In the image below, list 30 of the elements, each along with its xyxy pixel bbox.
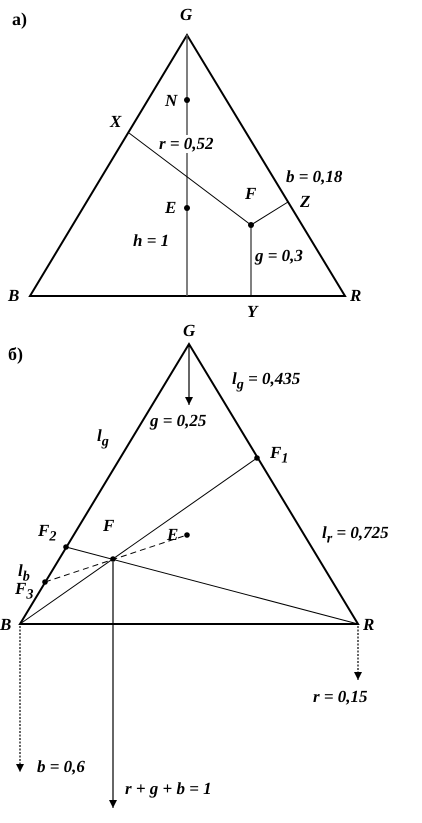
point-label: F bbox=[103, 517, 114, 535]
value-label: g = 0,25 bbox=[150, 412, 206, 430]
point-label: Z bbox=[300, 193, 310, 211]
point-label: N bbox=[165, 92, 178, 110]
vertex-label: B bbox=[8, 287, 20, 305]
point-label: F$_{1}$ bbox=[270, 444, 288, 468]
panel-label: б) bbox=[8, 345, 23, 363]
side-label: l$_{g}$ bbox=[97, 427, 109, 450]
vertex-label: B bbox=[0, 616, 12, 634]
point-label: Y bbox=[247, 303, 258, 321]
point-label: F$_{2}$ bbox=[38, 522, 56, 546]
point-label: X bbox=[110, 113, 122, 131]
value-label: l$_{r}$ = 0,725 bbox=[322, 524, 389, 548]
value-label: r = 0,15 bbox=[313, 688, 368, 706]
value-label: r = 0,52 bbox=[157, 135, 216, 153]
vertex-label: G bbox=[180, 6, 192, 24]
value-label: b = 0,18 bbox=[286, 168, 342, 186]
value-label: b = 0,6 bbox=[37, 758, 85, 776]
point-label: F$_{3}$ bbox=[15, 580, 34, 604]
value-label: l$_{g}$ = 0,435 bbox=[232, 370, 300, 394]
vertex-label: R bbox=[350, 287, 362, 305]
point-label: F bbox=[245, 185, 256, 203]
value-label: g = 0,3 bbox=[255, 247, 303, 265]
point-label: E bbox=[167, 526, 178, 544]
vertex-label: R bbox=[363, 616, 374, 634]
value-label: h = 1 bbox=[133, 232, 170, 250]
point-label: E bbox=[165, 199, 176, 217]
value-label: r + g + b = 1 bbox=[125, 780, 212, 798]
vertex-label: G bbox=[183, 322, 196, 340]
panel-label: a) bbox=[12, 10, 27, 28]
